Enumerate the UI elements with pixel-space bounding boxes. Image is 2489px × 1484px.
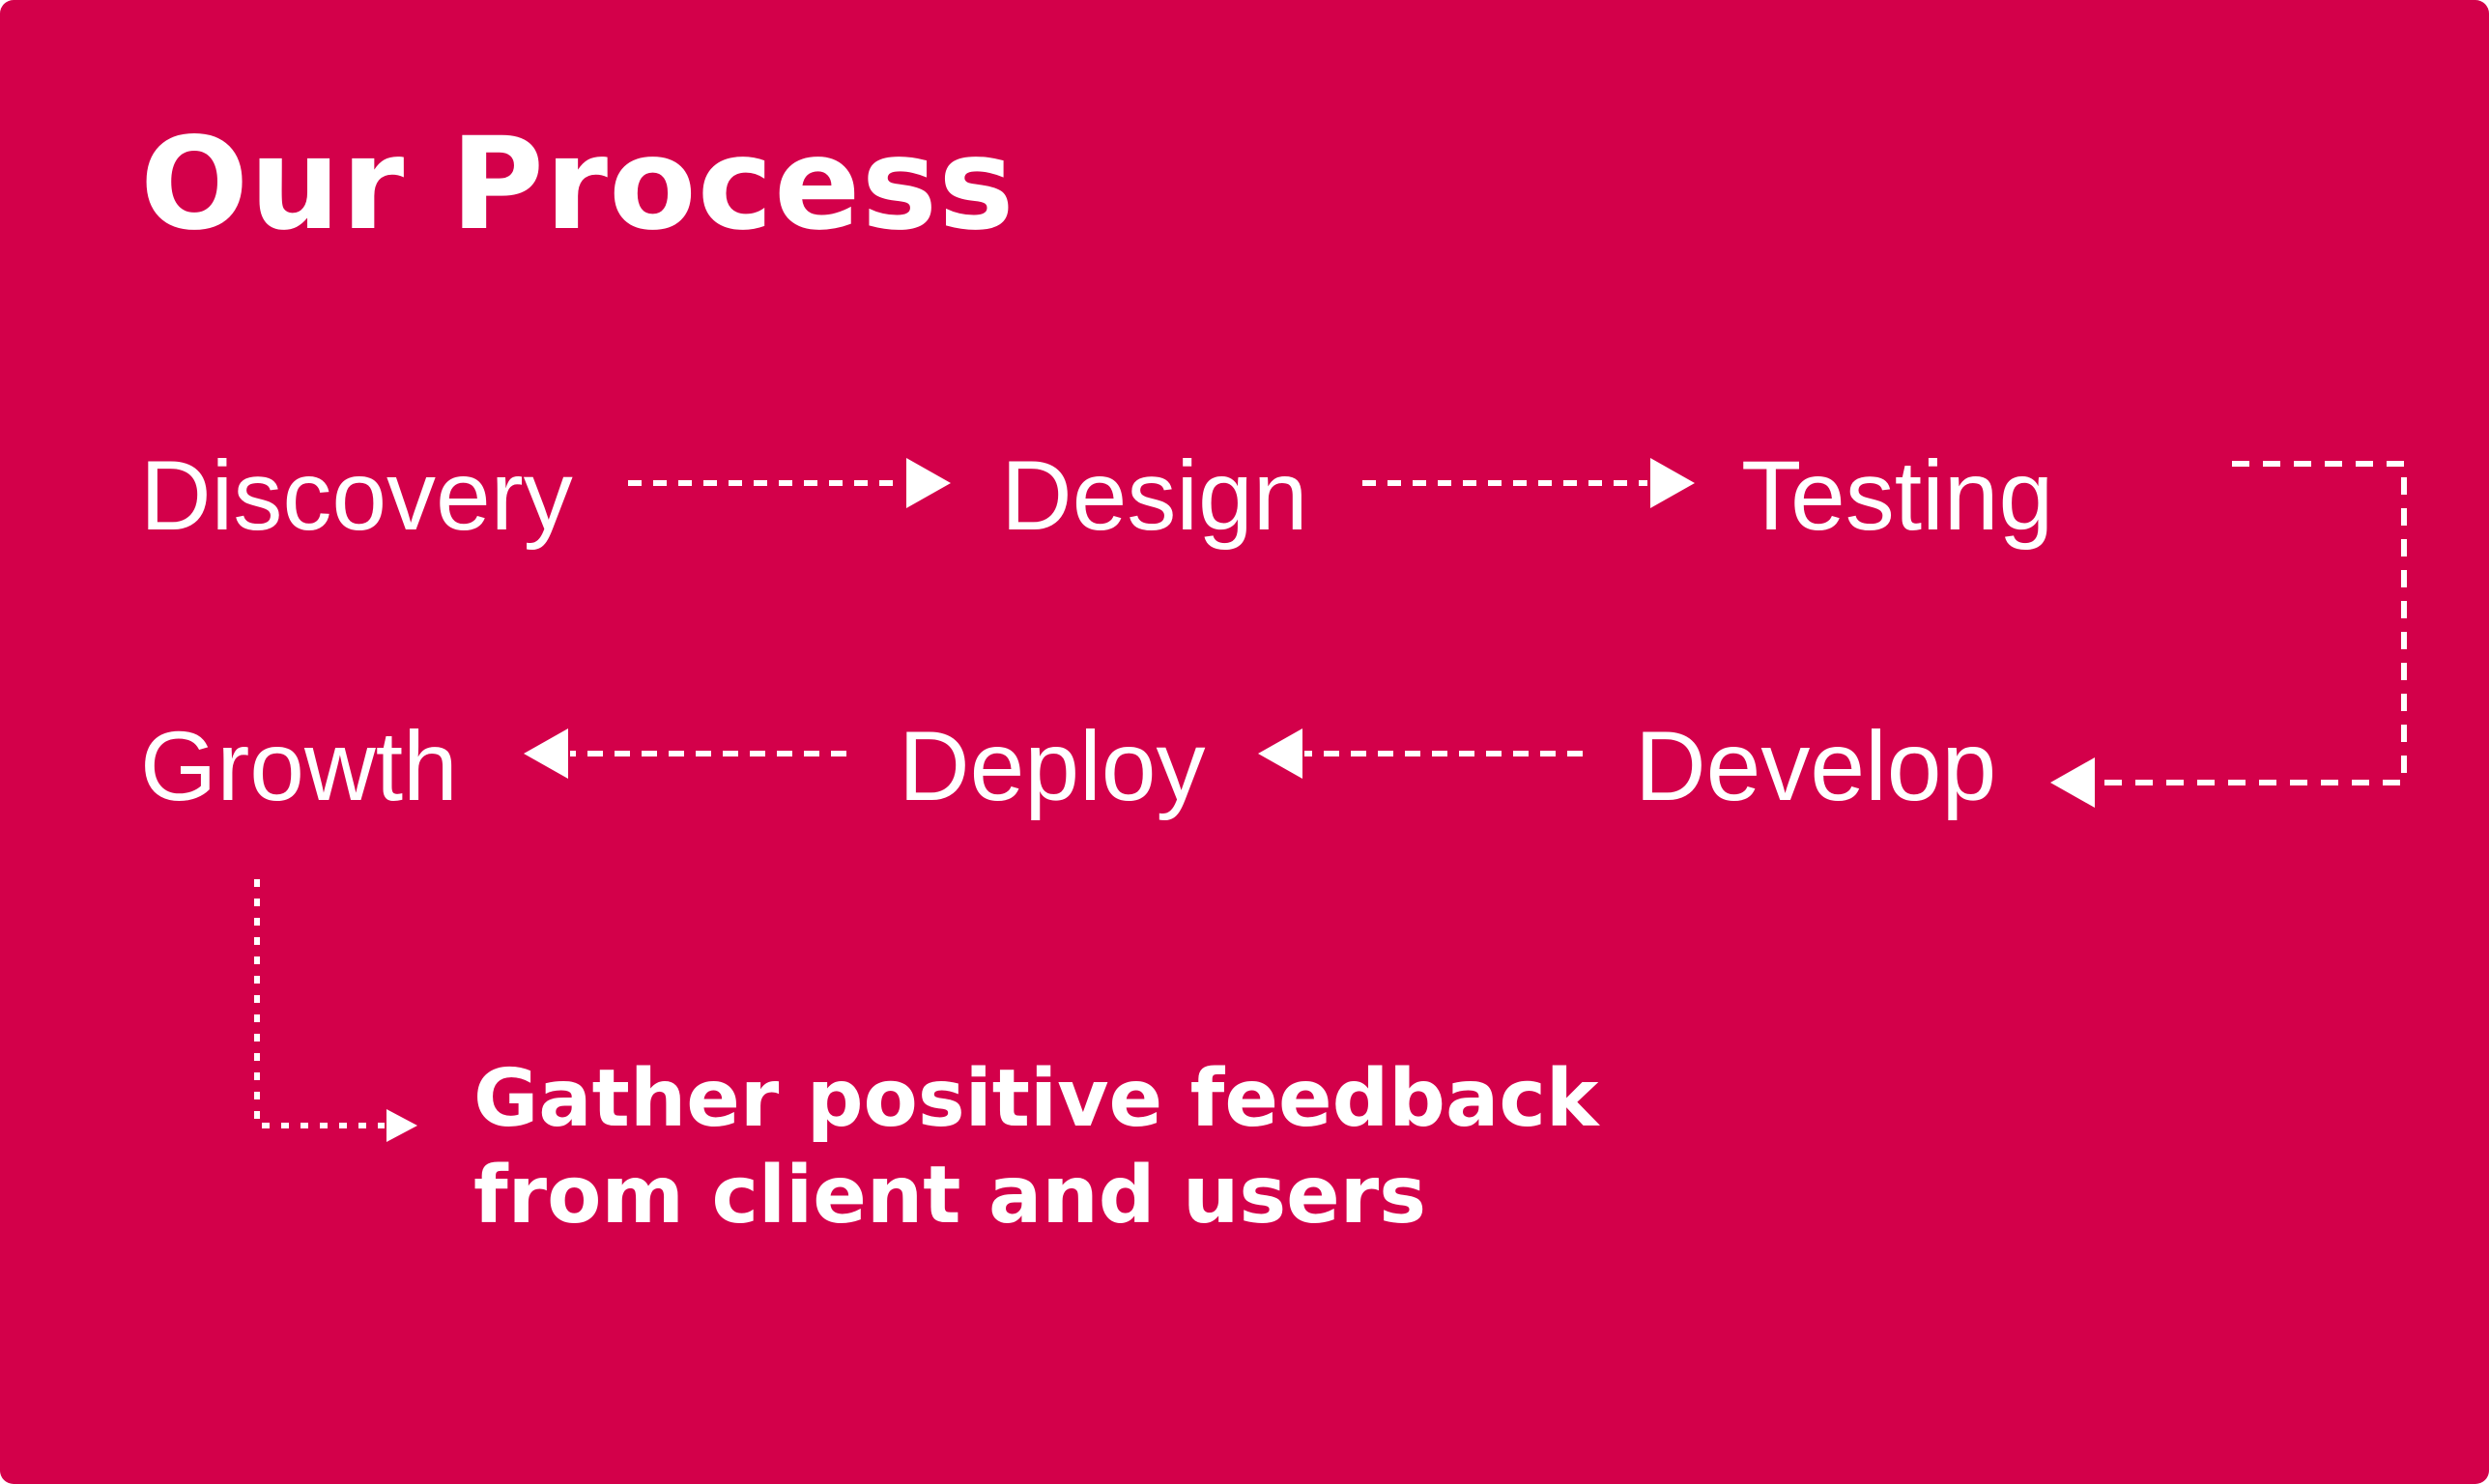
arrow-head-left-icon (524, 728, 568, 779)
arrow-develop-to-deploy (1258, 728, 1583, 779)
arrow-design-to-testing (1362, 458, 1695, 508)
step-design: Design (1001, 441, 1308, 551)
arrow-growth-to-outcome (254, 879, 417, 1142)
step-develop: Develop (1635, 711, 1997, 821)
step-growth: Growth (140, 711, 458, 821)
arrow-deploy-to-growth (524, 728, 846, 779)
arrow-testing-to-develop (2050, 461, 2407, 808)
arrow-head-left-icon (2050, 757, 2095, 808)
outcome-line-2: from client and users (473, 1150, 1427, 1241)
step-discovery: Discovery (140, 441, 573, 551)
arrow-head-right-icon (386, 1109, 417, 1142)
arrow-line (2097, 461, 2407, 785)
step-testing: Testing (1741, 441, 2054, 551)
arrow-discovery-to-design (628, 458, 951, 508)
outcome-text: Gather positive feedback from client and… (473, 1051, 1598, 1244)
step-deploy: Deploy (899, 711, 1206, 821)
arrow-head-left-icon (1258, 728, 1302, 779)
outcome-line-1: Gather positive feedback (473, 1053, 1599, 1145)
page-title: Our Process (140, 110, 1016, 259)
arrow-line (254, 879, 385, 1128)
arrow-head-right-icon (906, 458, 951, 508)
arrow-head-right-icon (1650, 458, 1695, 508)
